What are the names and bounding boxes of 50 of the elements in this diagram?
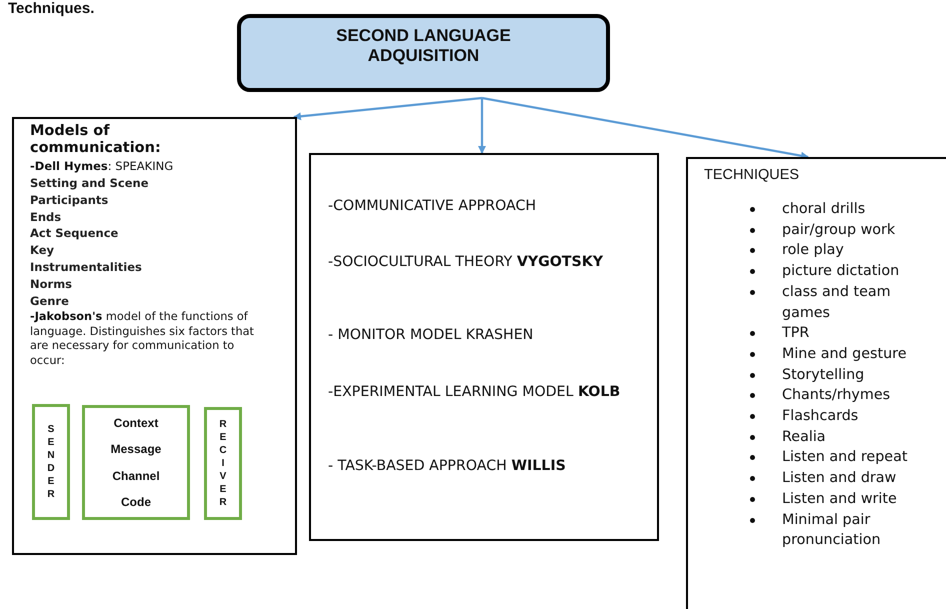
approach-text: -EXPERIMENTAL LEARNING MODEL KOLB <box>328 383 622 402</box>
paragraph-text: -Jakobson's model of the functions of language. Distinguishes six factors that are necessary for communication to occur: <box>30 309 255 368</box>
arrow <box>478 98 486 154</box>
list-text: Ends <box>30 208 62 226</box>
factor-text: Context <box>114 416 158 430</box>
list-item: Flashcards <box>782 407 860 426</box>
approach-text: -SOCIOCULTURAL THEORY VYGOTSKY <box>328 253 604 272</box>
factor-box <box>204 407 242 520</box>
list-item: Mine and gesture <box>782 344 908 364</box>
list-item: Listen and draw <box>782 469 898 488</box>
list-item: picture dictation <box>782 262 900 282</box>
list-text: Genre <box>30 292 70 310</box>
factor-box <box>82 405 190 520</box>
heading-text: Models of communication: <box>30 123 162 157</box>
factor-text: Channel <box>112 468 160 483</box>
list-item: Storytelling <box>782 366 866 385</box>
heading-text: TECHNIQUES <box>704 167 800 183</box>
list-text: Norms <box>30 276 74 293</box>
content-box <box>686 157 946 609</box>
list-item: Chants/rhymes <box>782 386 892 406</box>
arrow <box>293 96 482 120</box>
list-text: Instrumentalities <box>30 258 143 276</box>
list-item: choral drills <box>782 200 866 219</box>
list-item: pair/group work <box>782 220 896 240</box>
list-item: Listen and write <box>782 490 898 509</box>
factor-text: Message <box>110 442 162 456</box>
list-item: Realia <box>782 428 827 447</box>
approach-text: -COMMUNICATIVE APPROACH <box>328 197 538 216</box>
list-text: Participants <box>30 192 110 209</box>
arrow <box>482 96 809 160</box>
list-item: role play <box>782 241 845 260</box>
list-item: class and team games <box>782 282 892 323</box>
list-item: Listen and repeat <box>782 448 908 468</box>
title-text: SECOND LANGUAGE ADQUISITION <box>335 26 512 66</box>
factor-text: Code <box>121 494 151 509</box>
vertical-text: RECIVER <box>219 418 227 509</box>
content-box <box>309 153 659 541</box>
list-item: Minimal pair pronunciation <box>782 510 882 550</box>
list-text: Setting and Scene <box>30 175 150 192</box>
list-text: Act Sequence <box>30 225 120 242</box>
heading-text: Techniques. <box>8 0 94 17</box>
factor-box <box>32 404 70 520</box>
list-text: Key <box>30 242 56 259</box>
approach-text: - TASK-BASED APPROACH WILLIS <box>328 457 567 476</box>
vertical-text: SENDER <box>47 423 55 501</box>
list-item: TPR <box>782 324 810 344</box>
content-box <box>12 117 297 555</box>
topic-box <box>237 14 610 92</box>
list-text: -Dell Hymes: SPEAKING <box>30 158 174 175</box>
approach-text: - MONITOR MODEL KRASHEN <box>328 326 534 344</box>
